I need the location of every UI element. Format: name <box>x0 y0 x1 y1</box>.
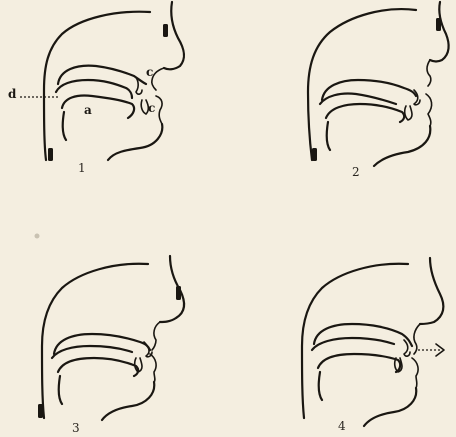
fig3-pharynx-wall <box>42 264 148 418</box>
fig1-tongue <box>62 96 134 119</box>
fig4-pharynx-wall <box>302 264 408 418</box>
fig2-marker-top <box>436 18 441 31</box>
fig3-soft-palate <box>52 346 132 358</box>
fig3-marker-top <box>176 286 181 300</box>
figure-3-vocal-tract: 3 <box>38 256 184 435</box>
fig4-head-outline <box>420 258 443 324</box>
fig4-tongue <box>318 354 400 372</box>
fig1-number: 1 <box>78 161 86 175</box>
fig2-jaw-inner <box>327 122 330 150</box>
figure-4-vocal-tract: 4 <box>302 258 444 433</box>
fig2-marker-bottom <box>312 148 317 161</box>
fig1-label-d: d <box>8 87 17 101</box>
fig1-upper-lip <box>152 68 164 90</box>
fig2-soft-palate <box>320 93 396 104</box>
fig4-chin <box>364 388 416 426</box>
fig3-marker-bottom <box>38 404 43 418</box>
fig1-label-c-lower: c <box>148 101 155 115</box>
fig3-palate <box>54 334 150 354</box>
fig3-lower-lip <box>150 354 156 382</box>
fig4-jaw-inner <box>319 372 322 400</box>
fig1-chin <box>108 124 162 160</box>
figure-1-vocal-tract: d a c c 1 <box>8 2 184 175</box>
fig3-jaw-inner <box>59 376 62 404</box>
fig2-lower-lip <box>426 94 432 126</box>
fig2-upper-teeth <box>414 90 420 105</box>
fig1-marker-top <box>163 24 168 37</box>
fig1-label-c-upper: c <box>146 65 153 79</box>
fig2-number: 2 <box>352 165 360 179</box>
fig3-upper-lip <box>152 322 160 350</box>
fig2-pharynx-wall <box>308 9 416 160</box>
fig3-tongue <box>58 358 138 376</box>
fig4-lower-lip <box>412 358 418 388</box>
fig2-upper-lip <box>427 60 431 86</box>
fig4-palate <box>314 324 412 346</box>
fig2-chin <box>374 126 430 166</box>
fig2-head-outline <box>430 2 449 62</box>
fig2-lower-teeth <box>405 106 412 120</box>
fig1-marker-bottom <box>48 148 53 161</box>
paper-smudge <box>35 234 40 239</box>
fig4-number: 4 <box>338 419 346 433</box>
fig1-label-a: a <box>84 103 92 117</box>
fig2-tongue <box>326 104 404 122</box>
fig3-number: 3 <box>72 421 80 435</box>
fig3-chin <box>102 382 154 420</box>
fig1-lower-lip <box>156 96 162 124</box>
fig4-soft-palate <box>312 338 394 350</box>
fig1-jaw-inner <box>63 112 66 140</box>
figure-2-vocal-tract: 2 <box>308 2 449 179</box>
